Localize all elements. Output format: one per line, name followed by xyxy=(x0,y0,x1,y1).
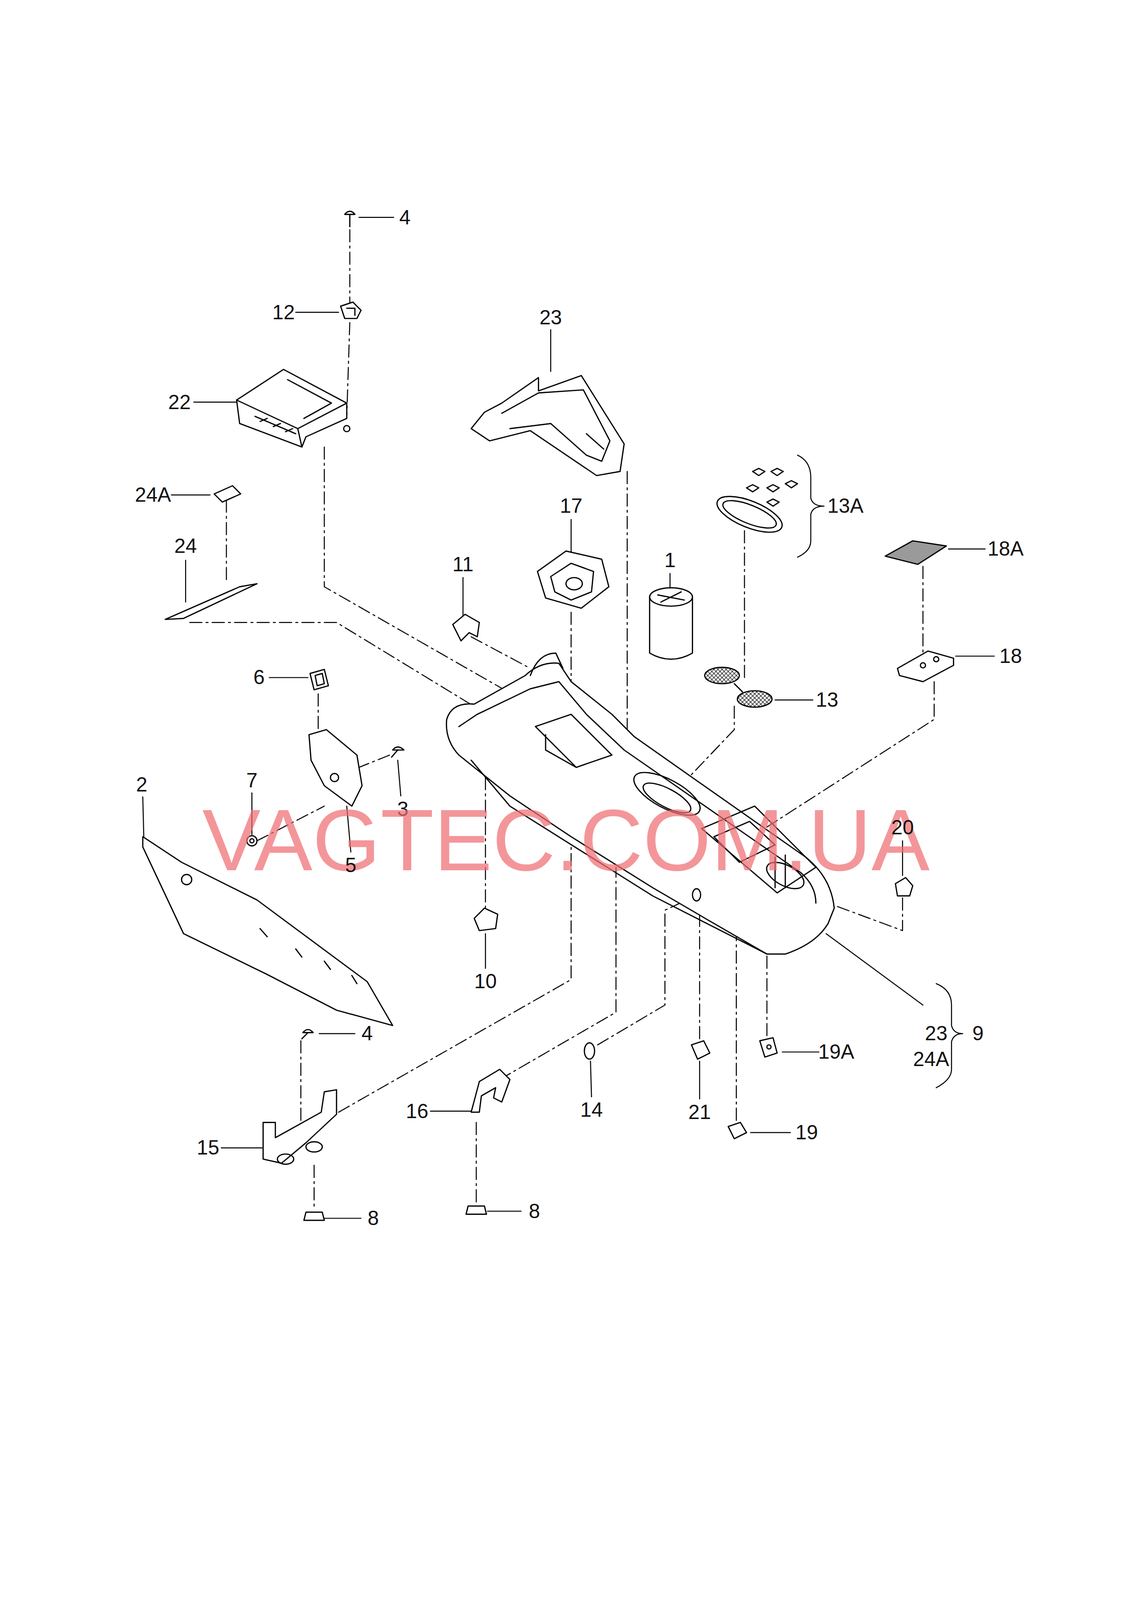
callout-number: 9 xyxy=(972,1022,984,1044)
callout-number: 8 xyxy=(528,1200,540,1221)
callout-number: 2 xyxy=(136,774,148,795)
callout-number: 1 xyxy=(664,549,676,571)
callout-number: 18 xyxy=(999,645,1022,666)
callout-number: 20 xyxy=(891,816,914,838)
callout-number: 23 xyxy=(539,307,562,328)
callout-number: 17 xyxy=(559,495,583,516)
callout-number: 21 xyxy=(688,1101,712,1122)
callout-number: 19 xyxy=(795,1121,818,1143)
callout-number: 11 xyxy=(452,553,474,575)
callout-number: 14 xyxy=(580,1099,603,1120)
callout-number: 13 xyxy=(816,689,839,710)
callout-number: 23 xyxy=(925,1022,948,1044)
callout-number: 13A xyxy=(827,495,864,516)
callout-number: 7 xyxy=(246,769,258,791)
callout-number: 5 xyxy=(345,854,357,875)
callout-number: 4 xyxy=(399,207,411,228)
callout-number: 15 xyxy=(196,1136,220,1158)
callout-number: 4 xyxy=(361,1022,373,1044)
callout-number: 6 xyxy=(253,666,265,688)
callout-number: 24 xyxy=(174,535,198,556)
callout-number: 16 xyxy=(405,1100,429,1121)
callout-number: 10 xyxy=(474,970,497,992)
callout-number: 12 xyxy=(272,302,295,323)
callout-number: 18A xyxy=(987,538,1024,559)
callout-number: 19A xyxy=(818,1041,855,1062)
callout-number: 22 xyxy=(168,391,191,413)
callout-number: 8 xyxy=(367,1207,379,1228)
callout-number: 24A xyxy=(913,1048,950,1069)
watermark: VAGTEC.COM.UA xyxy=(202,795,930,884)
callout-number: 24A xyxy=(134,484,171,505)
